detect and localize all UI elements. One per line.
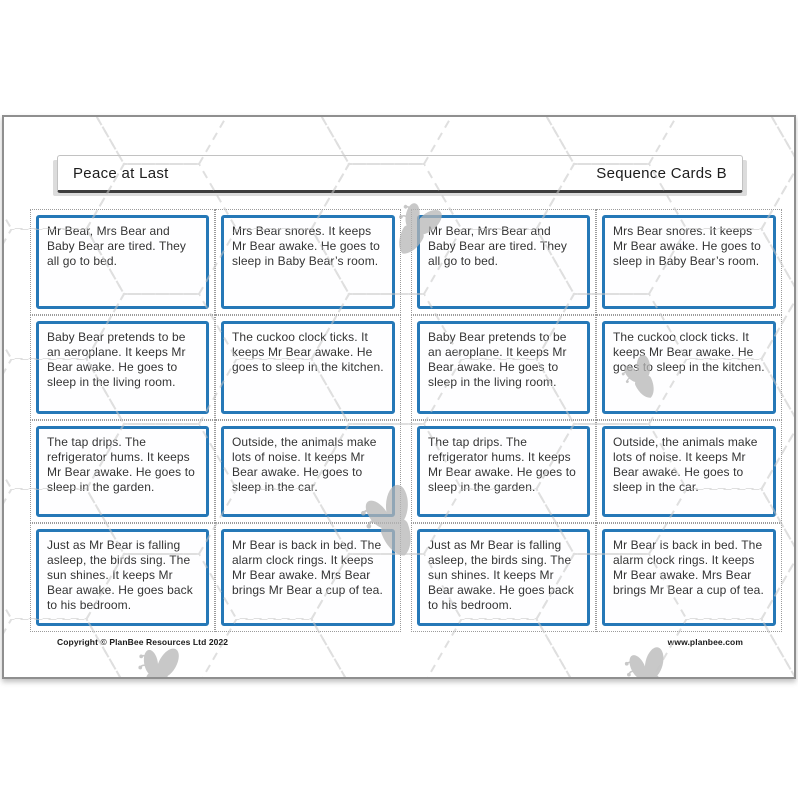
card-panel-left: Mr Bear, Mrs Bear and Baby Bear are tire… — [30, 209, 401, 632]
card-text: Outside, the animals make lots of noise.… — [613, 435, 758, 494]
sequence-card: Outside, the animals make lots of noise.… — [602, 426, 776, 517]
worksheet-page: Peace at Last Sequence Cards B Mr Bear, … — [2, 115, 796, 679]
cut-cell: Mrs Bear snores. It keeps Mr Bear awake.… — [596, 209, 782, 315]
sequence-card: Mrs Bear snores. It keeps Mr Bear awake.… — [221, 215, 395, 309]
sequence-card: Baby Bear pretends to be an aeroplane. I… — [36, 321, 209, 414]
card-text: The tap drips. The refrigerator hums. It… — [47, 435, 195, 494]
sequence-card: The cuckoo clock ticks. It keeps Mr Bear… — [602, 321, 776, 414]
cut-cell: The cuckoo clock ticks. It keeps Mr Bear… — [596, 315, 782, 420]
page-subtitle: Sequence Cards B — [596, 164, 727, 182]
card-text: Just as Mr Bear is falling asleep, the b… — [47, 538, 193, 612]
cut-cell: The cuckoo clock ticks. It keeps Mr Bear… — [215, 315, 401, 420]
cut-cell: Outside, the animals make lots of noise.… — [215, 420, 401, 523]
page-content: Peace at Last Sequence Cards B Mr Bear, … — [4, 117, 794, 677]
cut-cell: Mr Bear is back in bed. The alarm clock … — [215, 523, 401, 632]
sequence-card: Mrs Bear snores. It keeps Mr Bear awake.… — [602, 215, 776, 309]
sequence-card: Just as Mr Bear is falling asleep, the b… — [36, 529, 209, 626]
card-text: The tap drips. The refrigerator hums. It… — [428, 435, 576, 494]
cut-cell: Outside, the animals make lots of noise.… — [596, 420, 782, 523]
cut-cell: Baby Bear pretends to be an aeroplane. I… — [411, 315, 596, 420]
copyright-text: Copyright © PlanBee Resources Ltd 2022 — [57, 637, 229, 647]
header-bar: Peace at Last Sequence Cards B — [57, 155, 743, 193]
cut-cell: Just as Mr Bear is falling asleep, the b… — [30, 523, 215, 632]
cut-cell: Mr Bear, Mrs Bear and Baby Bear are tire… — [411, 209, 596, 315]
sequence-card: Mr Bear, Mrs Bear and Baby Bear are tire… — [417, 215, 590, 309]
sequence-card: Mr Bear, Mrs Bear and Baby Bear are tire… — [36, 215, 209, 309]
footer: Copyright © PlanBee Resources Ltd 2022 w… — [57, 637, 743, 647]
card-text: Mrs Bear snores. It keeps Mr Bear awake.… — [232, 224, 380, 268]
card-text: The cuckoo clock ticks. It keeps Mr Bear… — [613, 330, 765, 374]
card-text: Mr Bear, Mrs Bear and Baby Bear are tire… — [428, 224, 568, 268]
page-title: Peace at Last — [73, 164, 169, 182]
sequence-card: Just as Mr Bear is falling asleep, the b… — [417, 529, 590, 626]
cut-cell: Just as Mr Bear is falling asleep, the b… — [411, 523, 596, 632]
sequence-card: Mr Bear is back in bed. The alarm clock … — [221, 529, 395, 626]
cut-cell: Mr Bear is back in bed. The alarm clock … — [596, 523, 782, 632]
card-text: The cuckoo clock ticks. It keeps Mr Bear… — [232, 330, 384, 374]
card-text: Baby Bear pretends to be an aeroplane. I… — [428, 330, 567, 389]
card-text: Just as Mr Bear is falling asleep, the b… — [428, 538, 574, 612]
card-text: Mrs Bear snores. It keeps Mr Bear awake.… — [613, 224, 761, 268]
cut-cell: Baby Bear pretends to be an aeroplane. I… — [30, 315, 215, 420]
cut-cell: The tap drips. The refrigerator hums. It… — [411, 420, 596, 523]
card-text: Baby Bear pretends to be an aeroplane. I… — [47, 330, 186, 389]
card-text: Mr Bear is back in bed. The alarm clock … — [232, 538, 383, 597]
card-panel-right: Mr Bear, Mrs Bear and Baby Bear are tire… — [411, 209, 782, 632]
sequence-card: Mr Bear is back in bed. The alarm clock … — [602, 529, 776, 626]
sequence-card: The tap drips. The refrigerator hums. It… — [417, 426, 590, 517]
sequence-card: The cuckoo clock ticks. It keeps Mr Bear… — [221, 321, 395, 414]
cut-cell: Mrs Bear snores. It keeps Mr Bear awake.… — [215, 209, 401, 315]
card-panels: Mr Bear, Mrs Bear and Baby Bear are tire… — [30, 209, 782, 632]
sequence-card: The tap drips. The refrigerator hums. It… — [36, 426, 209, 517]
website-text: www.planbee.com — [667, 637, 743, 647]
card-text: Mr Bear is back in bed. The alarm clock … — [613, 538, 764, 597]
cut-cell: Mr Bear, Mrs Bear and Baby Bear are tire… — [30, 209, 215, 315]
sequence-card: Outside, the animals make lots of noise.… — [221, 426, 395, 517]
card-text: Mr Bear, Mrs Bear and Baby Bear are tire… — [47, 224, 187, 268]
sequence-card: Baby Bear pretends to be an aeroplane. I… — [417, 321, 590, 414]
cut-cell: The tap drips. The refrigerator hums. It… — [30, 420, 215, 523]
card-text: Outside, the animals make lots of noise.… — [232, 435, 377, 494]
